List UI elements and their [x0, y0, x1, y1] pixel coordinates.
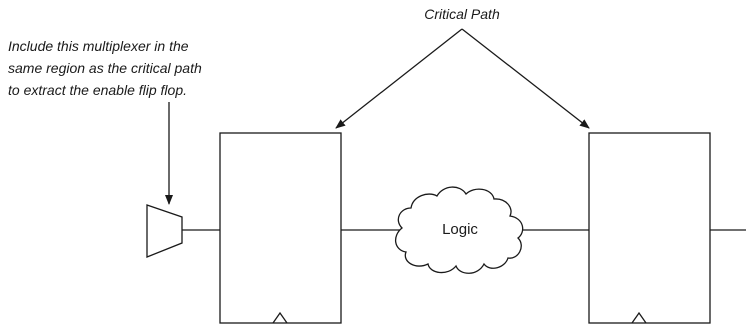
mux-note-line-1: Include this multiplexer in the — [8, 38, 189, 54]
mux-note-line-2: same region as the critical path — [8, 60, 202, 76]
multiplexer-shape — [146, 204, 183, 258]
mux-note-line-3: to extract the enable flip flop. — [8, 82, 187, 98]
logic-cloud — [395, 186, 524, 274]
logic-label: Logic — [442, 221, 478, 238]
flip-flop-left — [219, 132, 342, 324]
flip-flop-right — [588, 132, 711, 324]
critical-path-arrow-right — [461, 28, 590, 129]
critical-path-label: Critical Path — [424, 6, 500, 22]
flip-flop-right-clock — [631, 311, 647, 324]
critical-path-arrow-left — [335, 28, 463, 129]
flip-flop-left-clock — [272, 311, 288, 324]
mux-note: Include this multiplexer in the same reg… — [8, 38, 206, 98]
